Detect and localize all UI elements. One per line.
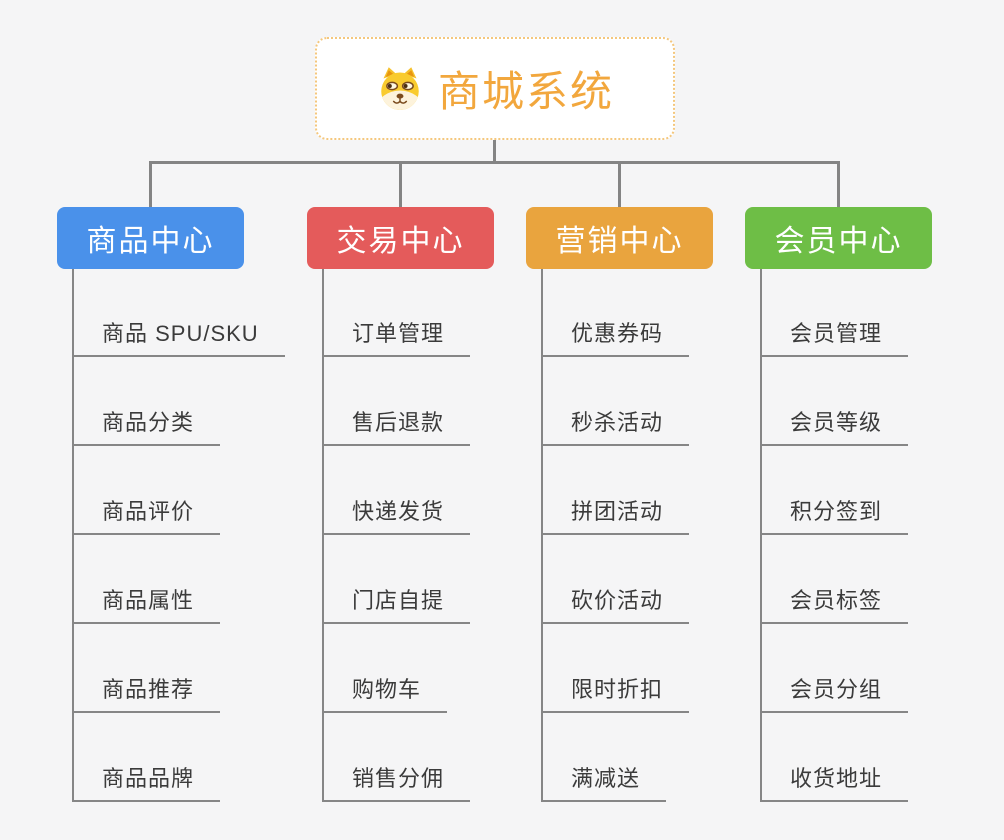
root-topic[interactable]: 商城系统	[315, 37, 675, 140]
branch-header-marketing[interactable]: 营销中心	[526, 207, 713, 269]
branch-drop-connector	[149, 162, 152, 207]
topic-item[interactable]: 会员管理	[760, 321, 909, 357]
branch-vertical-connector	[541, 269, 543, 802]
topic-item[interactable]: 售后退款	[322, 410, 471, 446]
topic-item[interactable]: 积分签到	[760, 499, 909, 535]
topic-item[interactable]: 商品分类	[72, 410, 221, 446]
topic-item[interactable]: 拼团活动	[541, 499, 690, 535]
branch-drop-connector	[399, 162, 402, 207]
topic-item[interactable]: 收货地址	[760, 766, 909, 802]
branch-trade: 交易中心 订单管理 售后退款 快递发货 门店自提 购物车 销售分佣	[307, 162, 494, 802]
topic-item[interactable]: 商品 SPU/SKU	[72, 321, 285, 357]
topic-item[interactable]: 订单管理	[322, 321, 471, 357]
branch-header-members[interactable]: 会员中心	[745, 207, 932, 269]
branch-header-trade[interactable]: 交易中心	[307, 207, 494, 269]
branch-drop-connector	[618, 162, 621, 207]
branch-drop-connector	[837, 162, 840, 207]
topic-item[interactable]: 商品属性	[72, 588, 221, 624]
topic-item[interactable]: 商品评价	[72, 499, 221, 535]
topic-item[interactable]: 销售分佣	[322, 766, 471, 802]
branch-members: 会员中心 会员管理 会员等级 积分签到 会员标签 会员分组 收货地址	[745, 162, 932, 802]
branch-vertical-connector	[72, 269, 74, 802]
topic-item[interactable]: 限时折扣	[541, 677, 690, 713]
topic-item[interactable]: 会员标签	[760, 588, 909, 624]
root-stem-connector	[493, 140, 496, 164]
branch-header-products[interactable]: 商品中心	[57, 207, 244, 269]
topic-item[interactable]: 会员分组	[760, 677, 909, 713]
topic-item[interactable]: 满减送	[541, 766, 667, 802]
root-topic-title: 商城系统	[437, 68, 614, 115]
topic-item[interactable]: 商品推荐	[72, 677, 221, 713]
branch-vertical-connector	[760, 269, 762, 802]
topic-item[interactable]: 砍价活动	[541, 588, 690, 624]
topic-item[interactable]: 购物车	[322, 677, 448, 713]
topic-item[interactable]: 快递发货	[322, 499, 471, 535]
branch-bus-connector	[149, 161, 840, 164]
branch-marketing: 营销中心 优惠券码 秒杀活动 拼团活动 砍价活动 限时折扣 满减送	[526, 162, 713, 802]
branch-vertical-connector	[322, 269, 324, 802]
topic-item[interactable]: 会员等级	[760, 410, 909, 446]
topic-item[interactable]: 商品品牌	[72, 766, 221, 802]
branch-products: 商品中心 商品 SPU/SKU 商品分类 商品评价 商品属性 商品推荐 商品品牌	[57, 162, 285, 802]
topic-item[interactable]: 门店自提	[322, 588, 471, 624]
dog-face-icon	[381, 66, 419, 110]
topic-item[interactable]: 秒杀活动	[541, 410, 690, 446]
topic-item[interactable]: 优惠券码	[541, 321, 690, 357]
